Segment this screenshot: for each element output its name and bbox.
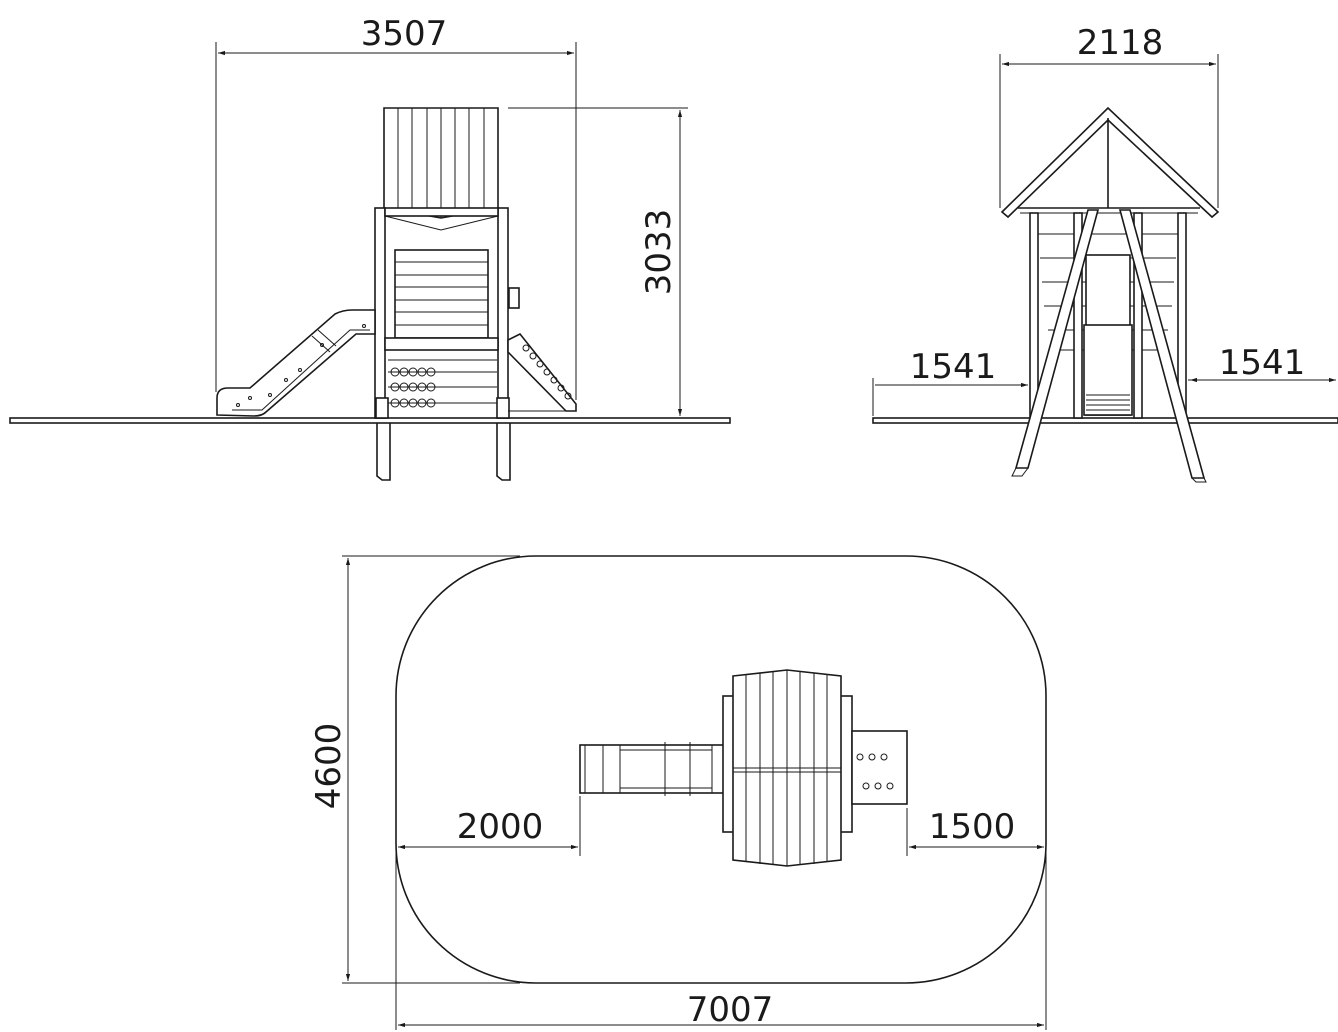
front-slide (216, 309, 376, 417)
plan-depth-dimension: 4600 (309, 555, 520, 984)
front-view: 3507 3033 (9, 14, 731, 481)
plan-safety-zone (395, 555, 1047, 984)
plan-roof (722, 669, 853, 867)
plan-right-clearance-label: 1500 (929, 807, 1016, 847)
plan-depth-label: 4600 (309, 723, 349, 810)
side-view: 2118 1541 1541 (872, 23, 1338, 483)
side-ground-line (872, 417, 1338, 424)
side-a-frame-legs (1011, 209, 1207, 483)
plan-right-clearance-dimension: 1500 (906, 807, 1044, 856)
plan-length-dimension: 7007 (395, 840, 1047, 1030)
side-width-dimension: 2118 (999, 23, 1219, 208)
side-left-clearance-dimension: 1541 (872, 347, 1028, 416)
side-right-clearance-dimension: 1541 (1188, 343, 1336, 383)
abacus-beads (390, 367, 436, 408)
side-left-clearance-label: 1541 (910, 347, 997, 387)
plan-left-clearance-label: 2000 (457, 807, 544, 847)
front-width-label: 3507 (361, 14, 448, 54)
front-ground-line (9, 417, 731, 424)
side-roof (1000, 106, 1220, 219)
plan-slide (579, 742, 727, 796)
front-height-dimension: 3033 (508, 107, 688, 416)
front-tower-frame (374, 207, 520, 419)
front-abacus-panel (388, 359, 497, 408)
front-ground-legs (376, 423, 511, 481)
front-climbing-ramp (507, 332, 577, 412)
side-walls (1029, 212, 1187, 419)
plan-climbing-wall (851, 730, 908, 805)
side-right-clearance-label: 1541 (1219, 343, 1306, 383)
plan-left-clearance-dimension: 2000 (398, 796, 581, 856)
front-roof-panel (383, 107, 499, 219)
side-width-label: 2118 (1077, 23, 1164, 63)
plan-view: 4600 2000 1500 7007 (309, 555, 1047, 1030)
plan-length-label: 7007 (687, 990, 774, 1030)
front-width-dimension: 3507 (215, 14, 577, 400)
front-height-label: 3033 (639, 209, 679, 296)
